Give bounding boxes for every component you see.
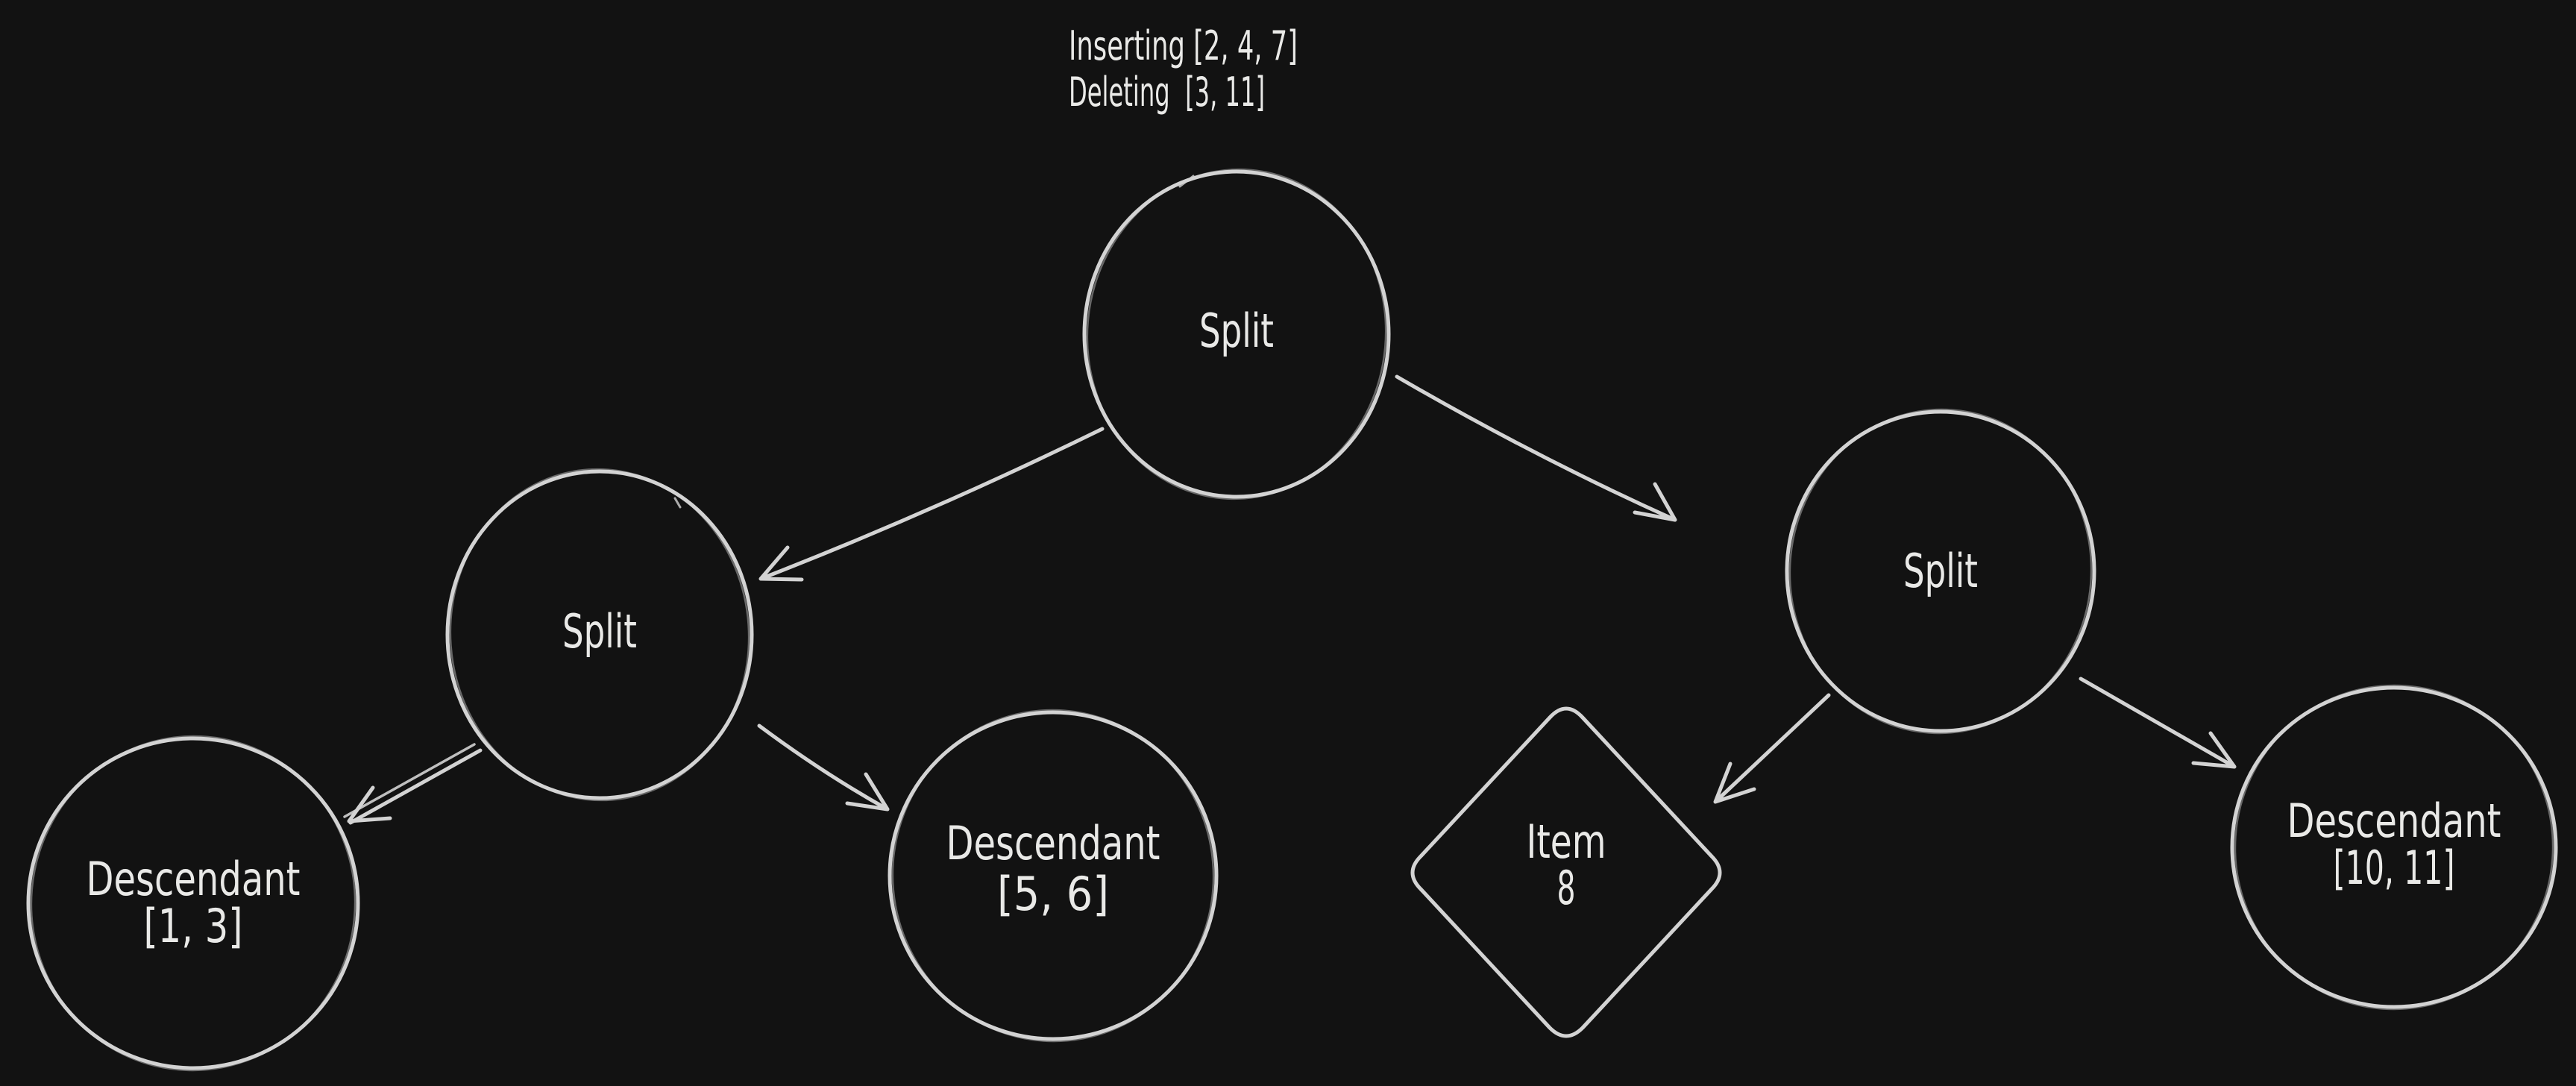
- item-8-diamond: [1410, 706, 1722, 1038]
- sketch-mark: [1178, 175, 1195, 188]
- edge-left-split-to-descendant-1-3-sketch: [343, 743, 476, 818]
- descendant-10-11-circle: [2230, 685, 2558, 1009]
- root-split-circle-sketch: [1086, 168, 1387, 500]
- edge-right-split-to-descendant-10-11[interactable]: [2079, 677, 2237, 769]
- left-split-circle: [445, 469, 754, 800]
- edge-root-to-right-split[interactable]: [1395, 374, 1677, 522]
- descendant-10-11-range: [10, 11]: [2334, 841, 2455, 895]
- descendant-1-3-circle-sketch: [30, 735, 356, 1072]
- left-split-circle-sketch: [449, 468, 750, 802]
- annotation-line2: Deleting [3, 11]: [1069, 69, 1265, 116]
- right-split-circle-sketch: [1788, 408, 2093, 735]
- edge-right-split-to-item-8[interactable]: [1713, 693, 1831, 804]
- root-split-label: Split: [1199, 304, 1274, 358]
- descendant-1-3-range: [1, 3]: [144, 899, 243, 953]
- descendant-10-11-circle-sketch: [2234, 684, 2554, 1011]
- item-8-label: Item: [1527, 814, 1606, 869]
- item-8-value: 8: [1557, 861, 1576, 915]
- node-root-split[interactable]: Split: [1073, 157, 1399, 511]
- right-split-label: Split: [1903, 544, 1978, 598]
- root-split-circle: [1082, 169, 1391, 499]
- descendant-10-11-label: Descendant: [2287, 794, 2501, 848]
- node-descendant-5-6[interactable]: Descendant [5, 6]: [879, 697, 1227, 1055]
- node-right-split[interactable]: Split: [1779, 399, 2102, 743]
- right-split-circle: [1785, 409, 2096, 733]
- node-left-split[interactable]: Split: [439, 459, 760, 811]
- descendant-1-3-label: Descendant: [87, 852, 301, 906]
- edge-left-split-to-descendant-5-6[interactable]: [757, 724, 890, 812]
- annotation[interactable]: Inserting [2, 4, 7] Deleting [3, 11]: [1069, 22, 1298, 116]
- edge-left-split-to-descendant-1-3[interactable]: [347, 748, 483, 825]
- descendant-5-6-range: [5, 6]: [997, 867, 1109, 921]
- descendant-1-3-circle: [26, 736, 360, 1070]
- node-item-8[interactable]: Item 8: [1410, 706, 1722, 1038]
- descendant-5-6-circle: [888, 710, 1219, 1041]
- descendant-5-6-label: Descendant: [946, 816, 1160, 870]
- annotation-line1: Inserting [2, 4, 7]: [1069, 22, 1298, 69]
- descendant-5-6-circle-sketch: [891, 709, 1215, 1043]
- sketch-mark: [673, 497, 682, 509]
- node-descendant-1-3[interactable]: Descendant [1, 3]: [17, 723, 368, 1084]
- node-descendant-10-11[interactable]: Descendant [10, 11]: [2224, 675, 2563, 1020]
- edge-root-to-left-split[interactable]: [758, 427, 1105, 582]
- left-split-label: Split: [562, 604, 637, 659]
